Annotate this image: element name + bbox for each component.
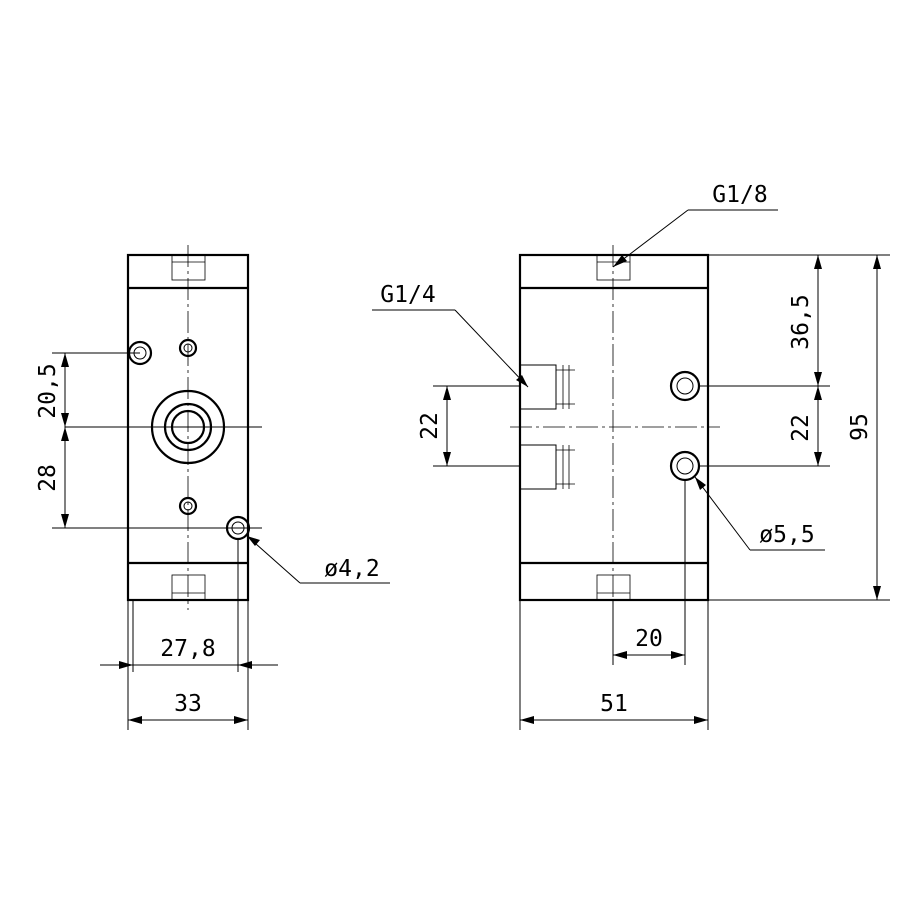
end-view-main-port-mid xyxy=(163,402,213,452)
dim-33: 33 xyxy=(174,691,202,717)
end-view-main-port-outer xyxy=(150,389,226,465)
dim-22-left: 22 xyxy=(417,412,443,440)
end-view-main-port-inner xyxy=(170,409,206,445)
side-view-mount-hole-lower xyxy=(669,450,701,482)
dim-95: 95 xyxy=(847,413,873,441)
dim-20: 20 xyxy=(635,626,663,652)
side-port-upper xyxy=(519,364,557,410)
dim-27-8: 27,8 xyxy=(160,636,215,662)
end-view-top-port xyxy=(171,254,206,281)
side-view-body xyxy=(518,253,710,602)
dim-36-5: 36,5 xyxy=(788,294,814,349)
end-view xyxy=(65,245,262,610)
dim-51: 51 xyxy=(600,691,628,717)
label-hole-5-5: ø5,5 xyxy=(759,522,814,548)
dim-28: 28 xyxy=(35,464,61,492)
side-port-lower xyxy=(519,444,557,490)
side-view-dimensions: G1/8 G1/4 22 36,5 22 95 xyxy=(372,182,890,730)
side-view-top-port xyxy=(596,254,631,281)
label-port-g1-8: G1/8 xyxy=(712,182,767,208)
end-view-dimensions: 20,5 28 27,8 33 ø4,2 xyxy=(35,352,390,730)
side-view-mount-hole-upper xyxy=(669,370,701,402)
side-view xyxy=(510,245,720,610)
label-port-g1-4: G1/4 xyxy=(380,282,435,308)
end-view-bottom-port xyxy=(171,574,206,601)
dim-20-5: 20,5 xyxy=(35,363,61,418)
side-view-bottom-port xyxy=(596,574,631,601)
label-hole-4-2: ø4,2 xyxy=(324,556,379,582)
dim-22-right: 22 xyxy=(788,414,814,442)
